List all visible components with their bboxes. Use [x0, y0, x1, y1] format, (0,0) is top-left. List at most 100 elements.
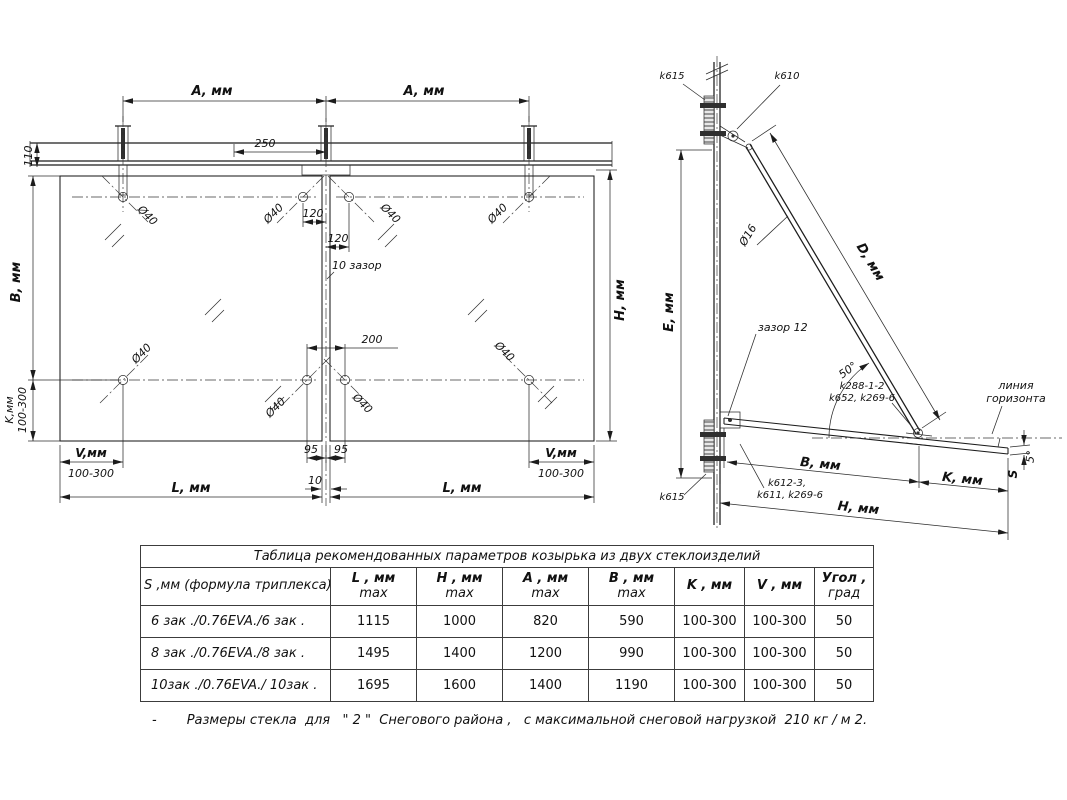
side-view: k615 k610 Ø16 зазор 12 k288-1-2 k652, k2…	[660, 56, 1062, 540]
dim-h-side-label: H, мм	[837, 499, 880, 518]
glass-panel-left	[59, 175, 323, 442]
dim-a-label-2: A, мм	[402, 84, 444, 99]
dim-b-k-side: B, мм K, мм	[723, 428, 1009, 540]
table-cell: 990	[588, 637, 675, 670]
k615-bottom-label: k615	[660, 492, 685, 503]
table-title: Таблица рекомендованных параметров козыр…	[139, 545, 875, 568]
callout-k615-top: k615	[660, 71, 706, 101]
part-k288-label: k288-1-2	[840, 381, 885, 392]
table-header-k: K , мм	[674, 567, 745, 606]
table-row: 6 зак ./0.76EVA./6 зак . 1115 1000 820 5…	[140, 605, 875, 638]
table-cell: 1190	[588, 669, 675, 702]
dim-a-label-1: A, мм	[190, 84, 232, 99]
header-sub: max	[617, 585, 646, 601]
dim-e: E, мм	[662, 149, 712, 479]
dim-v-label: V,мм	[75, 446, 107, 460]
dim-e-label: E, мм	[662, 292, 677, 332]
header-text: H , мм	[436, 570, 483, 586]
dim-120-label-2: 120	[328, 232, 349, 245]
front-view: Ø40 Ø40 Ø40 Ø40 Ø40 Ø40 Ø40 Ø40 A, мм A,…	[3, 84, 628, 506]
dim-110: 110	[22, 143, 40, 167]
dim-200-label: 200	[362, 333, 383, 346]
callout-k615-bottom: k615	[660, 473, 707, 503]
callout-horizon: линия горизонта	[986, 379, 1046, 435]
dim-10: 10	[305, 445, 347, 503]
hole-diameter-label: Ø40	[134, 202, 160, 228]
table-header-angle: Угол ,град	[813, 567, 875, 606]
angle-5: 5°	[997, 437, 1038, 464]
callout-gap12: зазор 12	[727, 321, 808, 417]
table-header-v: V , мм	[744, 567, 815, 606]
k615-top-label: k615	[660, 71, 685, 82]
header-text: Угол ,	[821, 570, 867, 586]
dim-k-range: 100-300	[16, 387, 29, 433]
gap-12-label: зазор 12	[758, 321, 808, 334]
dim-s-label: S	[1006, 470, 1020, 479]
hole-diameter-labels: Ø40 Ø40 Ø40 Ø40 Ø40 Ø40 Ø40 Ø40	[128, 200, 517, 421]
bottom-clamp	[700, 411, 741, 473]
table-cell: 1400	[416, 637, 503, 670]
dim-a: A, мм A, мм	[122, 84, 530, 122]
dim-l-label-1: L, мм	[172, 481, 211, 496]
dim-v-label: V,мм	[545, 446, 577, 460]
hole-diameter-label: Ø40	[377, 200, 403, 226]
glass-panel-right	[329, 175, 595, 442]
table-cell: 1600	[416, 669, 503, 702]
dim-b-k-left: B, мм K,мм 100-300	[3, 175, 118, 442]
strut-diameter-label: Ø16	[736, 222, 759, 249]
header-text: B , мм	[608, 570, 655, 586]
table-cell: 1115	[330, 605, 417, 638]
callout-k288: k288-1-2 k652, k269-6	[829, 381, 914, 429]
centerlines	[72, 116, 584, 506]
dim-120-label-1: 120	[303, 207, 324, 220]
table-cell: 1400	[502, 669, 589, 702]
table-cell: 10зак ./0.76EVA./ 10зак .	[140, 669, 331, 702]
dim-d-label: D, мм	[853, 241, 887, 285]
header-text: A , мм	[522, 570, 569, 586]
hole-diameter-label: Ø40	[491, 338, 517, 364]
strut-wall-bracket	[719, 125, 749, 149]
top-clamp	[700, 95, 726, 145]
table-cell: 1495	[330, 637, 417, 670]
part-k612-label: k612-3,	[768, 478, 806, 489]
dim-250: 250	[233, 137, 326, 157]
table-cell: 8 зак ./0.76EVA./8 зак .	[140, 637, 331, 670]
glass-hatch-marks	[104, 223, 558, 410]
angle-5-label: 5°	[1023, 450, 1037, 464]
table-cell: 100-300	[744, 605, 815, 638]
technical-drawing: Ø40 Ø40 Ø40 Ø40 Ø40 Ø40 Ø40 Ø40 A, мм A,…	[3, 56, 1062, 540]
dim-b-label: B, мм	[9, 261, 24, 302]
dim-v-range: 100-300	[68, 467, 114, 480]
table-cell: 50	[813, 637, 875, 670]
parameters-table: Таблица рекомендованных параметров козыр…	[139, 545, 875, 702]
angle-50-label: 50°	[836, 359, 859, 381]
callout-k610: k610	[736, 71, 799, 130]
hole-diameter-label: Ø40	[262, 395, 288, 421]
dim-v-right: V,мм 100-300	[528, 384, 595, 503]
callout-dia16: Ø16	[736, 215, 789, 249]
dim-h-right: H, мм	[596, 169, 628, 442]
horizon-label-line2: горизонта	[986, 392, 1046, 405]
table-cell: 6 зак ./0.76EVA./6 зак .	[140, 605, 331, 638]
dim-k-side-label: K, мм	[941, 470, 984, 489]
table-cell: 100-300	[674, 637, 745, 670]
table-cell: 100-300	[674, 669, 745, 702]
part-k611-label: k611, k269-6	[757, 490, 823, 501]
dim-95-pair: 95 95	[304, 384, 348, 463]
dim-110-label: 110	[22, 146, 35, 167]
hole-diameter-label: Ø40	[260, 201, 286, 227]
dim-120-pair: 120 120	[303, 203, 350, 252]
dim-b-side-label: B, мм	[799, 455, 841, 474]
dim-250-label: 250	[255, 137, 276, 150]
table-header-s: S ,мм (формула триплекса)	[140, 567, 331, 606]
dim-95-label-1: 95	[304, 443, 318, 456]
dim-l-pair: L, мм L, мм	[60, 481, 594, 500]
dim-95-label-2: 95	[334, 443, 348, 456]
table-cell: 100-300	[744, 669, 815, 702]
hole-diameter-label: Ø40	[484, 201, 510, 227]
